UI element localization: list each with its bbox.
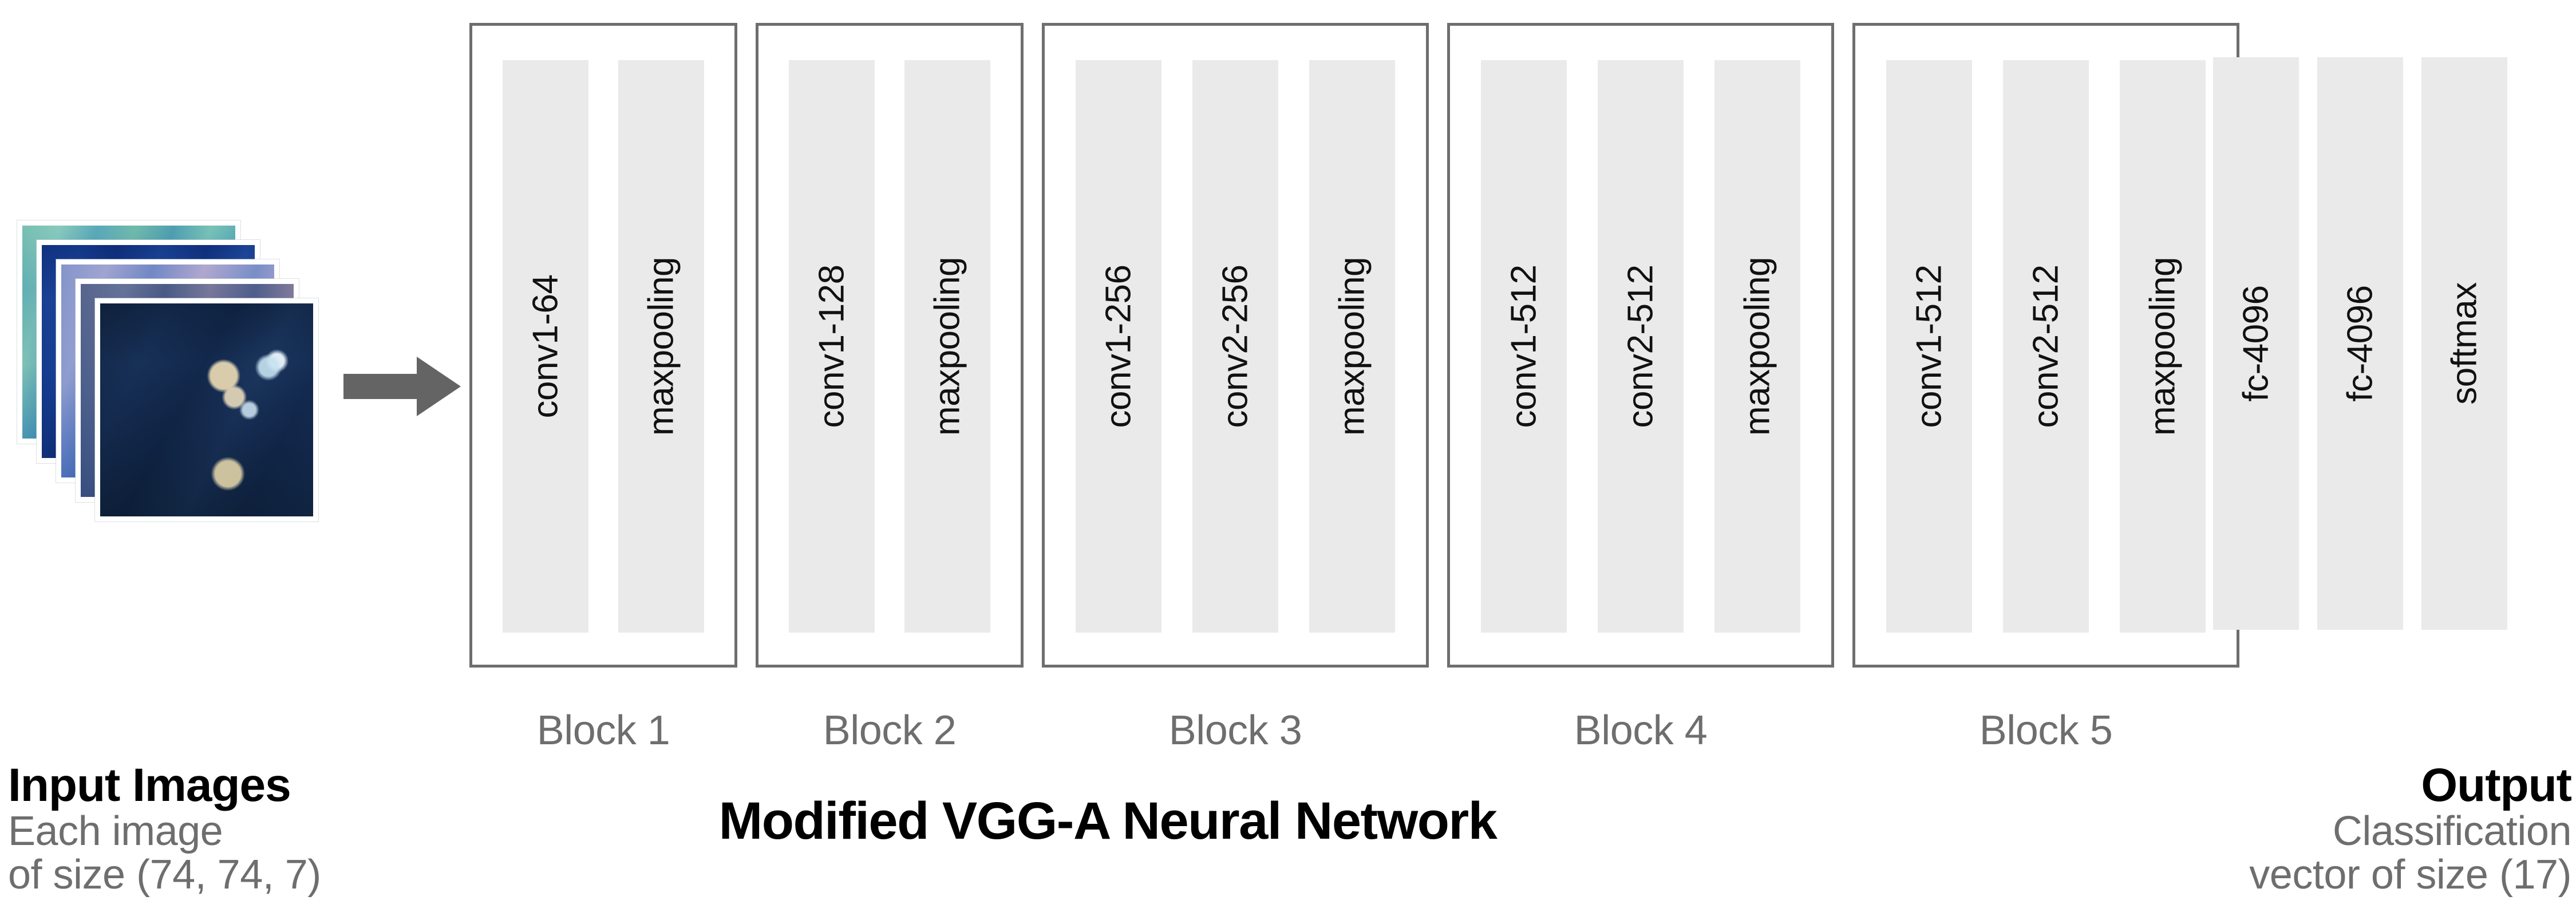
input-caption: Input Images Each image of size (74, 74,… xyxy=(8,761,321,897)
network-diagram: conv1-64 maxpooling Block 1 conv1-128 ma… xyxy=(469,23,2507,753)
satellite-thumbnail-front xyxy=(100,303,313,516)
input-image-card-front xyxy=(95,298,318,522)
block-3: conv1-256 conv2-256 maxpooling Block 3 xyxy=(1042,23,1429,753)
output-subtitle-line-2: vector of size (17) xyxy=(2249,851,2571,898)
classifier-layers: fc-4096 fc-4096 softmax xyxy=(2213,57,2507,630)
block-caption: Block 3 xyxy=(1168,708,1302,753)
output-caption: Output Classification vector of size (17… xyxy=(2249,759,2572,898)
layer-bar: softmax xyxy=(2421,57,2507,630)
layer-bar: conv1-64 xyxy=(502,60,588,633)
layer-bar: maxpooling xyxy=(618,60,705,633)
block-caption: Block 2 xyxy=(823,708,957,753)
block-5: conv1-512 conv2-512 maxpooling Block 5 xyxy=(1852,23,2239,753)
layer-label: conv2-512 xyxy=(1621,264,1661,428)
layer-bar: conv1-256 xyxy=(1076,60,1161,633)
layer-label: conv1-256 xyxy=(1099,264,1139,428)
block-1: conv1-64 maxpooling Block 1 xyxy=(469,23,737,753)
layer-label: conv1-64 xyxy=(526,274,566,418)
input-subtitle-line-1: Each image xyxy=(8,808,223,854)
layer-label: maxpooling xyxy=(1332,256,1372,436)
input-title: Input Images xyxy=(8,759,291,811)
layer-label: fc-4096 xyxy=(2340,285,2380,402)
layer-label: conv1-512 xyxy=(1909,264,1949,428)
layer-bar: conv1-512 xyxy=(1886,60,1972,633)
layer-bar: fc-4096 xyxy=(2317,57,2403,630)
input-subtitle-line-2: of size (74, 74, 7) xyxy=(8,851,321,898)
layer-bar: maxpooling xyxy=(1309,60,1395,633)
layer-bar: conv1-128 xyxy=(788,60,875,633)
input-image-stack xyxy=(17,220,338,547)
output-subtitle-line-1: Classification xyxy=(2332,808,2572,854)
layer-bar: maxpooling xyxy=(904,60,991,633)
layer-bar: conv1-512 xyxy=(1481,60,1567,633)
layer-label: maxpooling xyxy=(1737,256,1777,436)
layer-label: conv1-128 xyxy=(812,264,852,428)
block-caption: Block 1 xyxy=(536,708,670,753)
layer-bar: conv2-512 xyxy=(1598,60,1684,633)
layer-label: maxpooling xyxy=(927,256,967,436)
layer-label: maxpooling xyxy=(641,256,681,436)
layer-label: softmax xyxy=(2444,282,2484,405)
output-title: Output xyxy=(2421,759,2572,811)
block-caption: Block 5 xyxy=(1979,708,2113,753)
right-arrow-icon xyxy=(343,352,464,421)
layer-label: fc-4096 xyxy=(2236,285,2276,402)
network-title-text: Modified VGG-A Neural Network xyxy=(718,792,1498,850)
block-caption: Block 4 xyxy=(1574,708,1708,753)
layer-label: conv2-256 xyxy=(1215,264,1255,428)
layer-bar: fc-4096 xyxy=(2213,57,2299,630)
block-4: conv1-512 conv2-512 maxpooling Block 4 xyxy=(1447,23,1834,753)
layer-bar: conv2-512 xyxy=(2003,60,2089,633)
layer-label: conv1-512 xyxy=(1504,264,1544,428)
layer-label: maxpooling xyxy=(2143,256,2183,436)
layer-bar: conv2-256 xyxy=(1192,60,1278,633)
network-title: Modified VGG-A Neural Network xyxy=(0,791,2576,851)
layer-label: conv2-512 xyxy=(2026,264,2066,428)
layer-bar: maxpooling xyxy=(1714,60,1800,633)
layer-bar: maxpooling xyxy=(2120,60,2206,633)
block-2: conv1-128 maxpooling Block 2 xyxy=(756,23,1024,753)
